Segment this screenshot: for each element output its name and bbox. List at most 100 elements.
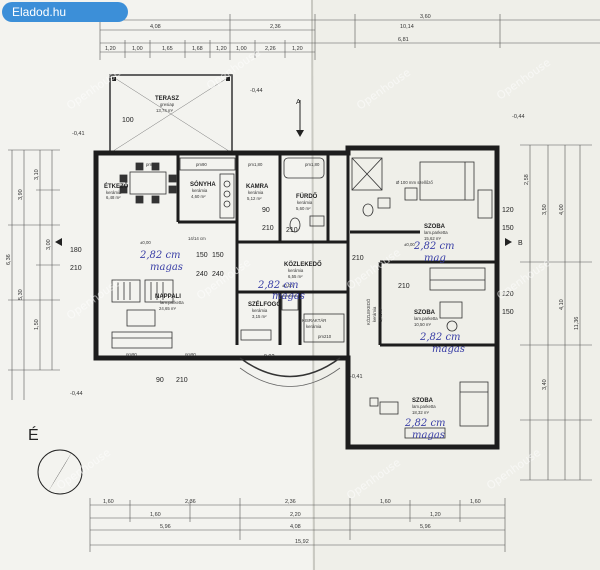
dim-t5: 1,20 (216, 46, 227, 52)
room-kisraktar-sub: kerámia (306, 324, 322, 329)
paper-fold (311, 0, 315, 570)
room-furdo-name: FÜRDŐ (296, 193, 318, 200)
room-szoba-3-name: SZOBA (412, 398, 434, 404)
svg-text:A: A (296, 99, 301, 106)
dim-t4: 1,68 (192, 46, 203, 52)
level-mark-4: -0,41 (350, 374, 363, 380)
label-span: 14/14 cm (188, 236, 206, 241)
room-etkezo-sub: kerámia (106, 190, 122, 195)
dim-bot-6: 2,20 (290, 512, 301, 518)
room-szoba-2-area: 10,50 m² (414, 322, 432, 327)
opening-240-a: 240 (196, 271, 208, 278)
room-szoba-2-sub: lam.parketta (414, 316, 438, 321)
opening-150-a: 150 (196, 252, 208, 259)
right-dimensions (520, 144, 592, 481)
dim-top-6: 4,08 (150, 24, 161, 30)
room-sonyha-sub: kerámia (192, 188, 208, 193)
opening-120-b: 120 (502, 291, 514, 298)
dim-right-6: 2,58 (524, 174, 530, 185)
dim-bot-7: 1,60 (103, 499, 114, 505)
svg-text:magas: magas (412, 430, 445, 441)
dim-t3: 1,65 (162, 46, 173, 52)
level-mark-2: -0,41 (72, 131, 85, 137)
room-szoba-1-area: 15,62 m² (424, 236, 442, 241)
dim-right-2: 4,00 (559, 204, 565, 215)
label-pm180-b: pm1,80 (305, 162, 320, 167)
svg-text:2,82 cm: 2,82 cm (257, 280, 299, 291)
room-kozlekedo-2-area: 3,46 m² (378, 307, 383, 322)
room-szelfogo-area: 3,15 m² (252, 314, 267, 319)
dim-bot-8: 1,60 (380, 499, 391, 505)
opening-150-c: 150 (502, 225, 514, 232)
opening-210-b: 210 (286, 227, 298, 234)
level-mark-3: -0,44 (512, 114, 525, 120)
dim-t2: 1,00 (132, 46, 143, 52)
opening-210-a: 210 (262, 225, 274, 232)
kitchen-counter (179, 157, 236, 219)
svg-text:2,82 cm: 2,82 cm (139, 250, 181, 261)
opening-210-f: 210 (176, 377, 188, 384)
svg-text:2,82 cm: 2,82 cm (413, 241, 455, 252)
bedroom-1-furniture (404, 161, 493, 219)
room-szoba-2-name: SZOBA (414, 310, 436, 316)
shower-fixtures (351, 157, 391, 217)
bedroom-3-furniture (369, 381, 489, 439)
room-kozlekedo-1-area: 6,55 m² (288, 274, 303, 279)
room-kamra-name: KAMRA (246, 184, 269, 190)
dim-left-1: 6,36 (6, 254, 12, 265)
opening-150-d: 150 (502, 309, 514, 316)
label-pm90-a: pm90 (146, 162, 157, 167)
dim-t6: 1,00 (236, 46, 247, 52)
room-kamra-area: 5,12 m² (247, 196, 262, 201)
room-furdo-area: 5,60 m² (296, 206, 311, 211)
svg-text:magas: magas (432, 344, 465, 355)
dim-top-4: 2,36 (270, 24, 281, 30)
laundry-fixtures (240, 295, 345, 343)
label-pm210: pm210 (318, 334, 332, 339)
dim-top-2: 6,81 (398, 37, 409, 43)
dim-left-4: 3,00 (46, 239, 52, 250)
label-pm180-a: pm1,80 (248, 162, 263, 167)
dim-t1: 1,20 (105, 46, 116, 52)
dim-t7: 2,26 (265, 46, 276, 52)
label-zero-1: ±0,00 (140, 240, 151, 245)
dim-bot-9: 1,60 (470, 499, 481, 505)
left-dimensions (8, 149, 60, 400)
opening-210-d: 210 (352, 255, 364, 262)
dim-right-5: 3,50 (542, 204, 548, 215)
dim-bot-11: 1,20 (430, 512, 441, 518)
room-furdo-sub: kerámia (297, 200, 313, 205)
room-szoba-1-sub: lam.parketta (424, 230, 448, 235)
opening-210-c: 210 (70, 265, 82, 272)
room-etkezo-name: ÉTKEZŐ (104, 182, 129, 190)
svg-text:2,82 cm: 2,82 cm (404, 418, 446, 429)
opening-210-e: 210 (398, 283, 410, 290)
room-kozlekedo-1-sub: kerámia (288, 268, 304, 273)
entrance-step (239, 357, 341, 378)
room-szoba-1-name: SZOBA (424, 224, 446, 230)
dim-left-5: 1,50 (34, 319, 40, 330)
section-a-marker: A (296, 99, 304, 137)
section-b-marker: B (55, 238, 523, 247)
dim-top-1: 10,14 (400, 24, 414, 30)
room-szelfogo-name: SZÉLFOGÓ (248, 300, 281, 308)
opening-150-b: 150 (212, 252, 224, 259)
svg-text:É: É (28, 425, 39, 444)
room-kozlekedo-2-name: KÖZLEKEDŐ (366, 298, 371, 325)
dim-left-2: 5,30 (18, 289, 24, 300)
dim-bot-12: 1,60 (150, 512, 161, 518)
opening-90-a: 90 (262, 207, 270, 214)
room-szoba-3-sub: lam.parketta (412, 404, 436, 409)
dim-top-3: 3,60 (420, 14, 431, 20)
interior-walls (176, 153, 497, 447)
svg-text:magas: magas (150, 262, 183, 273)
room-nappali-sub: lam.parketta (160, 300, 184, 305)
room-szoba-3-area: 18,32 m² (412, 410, 430, 415)
dim-bot-10: 2,36 (285, 499, 296, 505)
dim-left-6: 3,10 (34, 169, 40, 180)
eladod-badge[interactable]: Eladod.hu (2, 2, 128, 22)
dim-bot-4: 2,36 (185, 499, 196, 505)
dim-left-3: 3,90 (18, 189, 24, 200)
